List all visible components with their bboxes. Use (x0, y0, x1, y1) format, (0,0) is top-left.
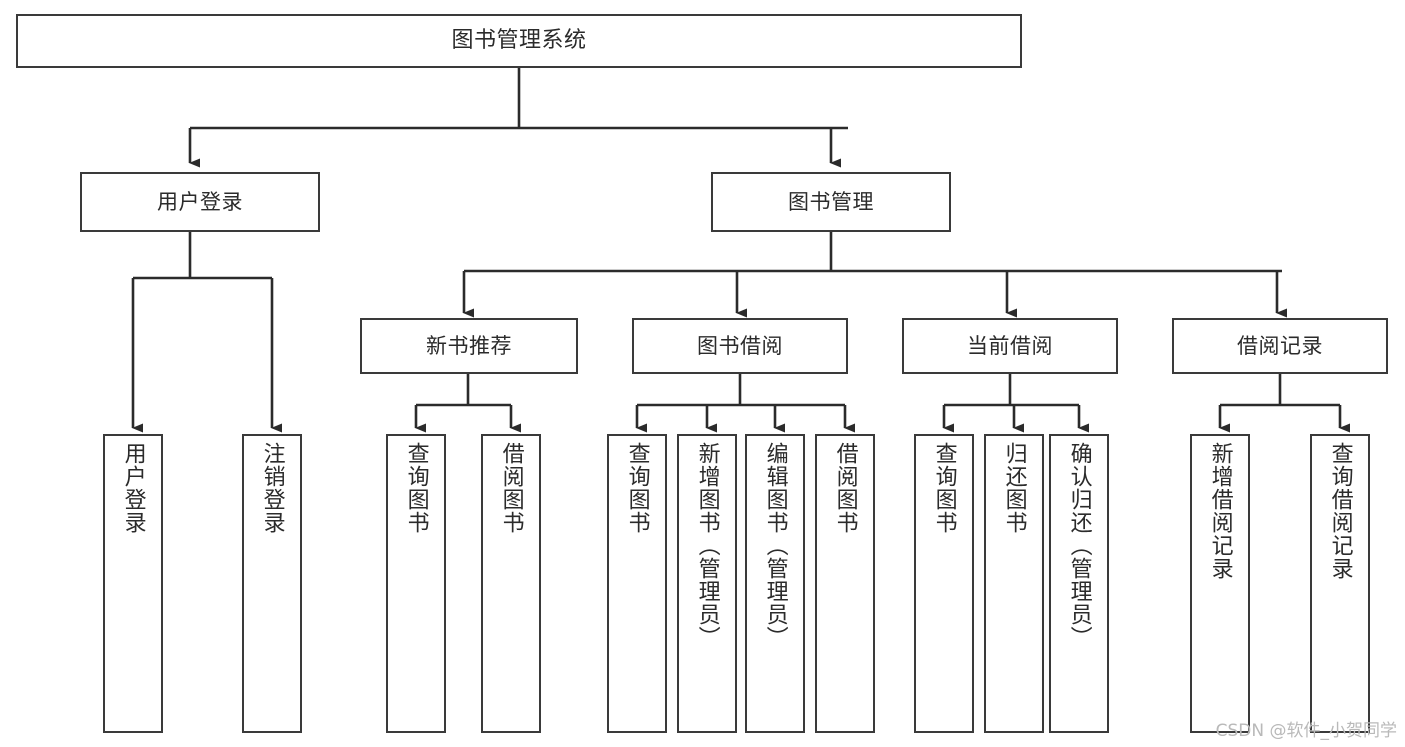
node-borrow-record[interactable]: 借阅记录 (1172, 318, 1388, 374)
node-label: 新增借阅记录 (1207, 442, 1233, 580)
node-user-login[interactable]: 用户登录 (80, 172, 320, 232)
leaf-user-login[interactable]: 用户登录 (103, 434, 163, 733)
node-label: 图书管理系统 (451, 28, 587, 54)
node-label: 注销登录 (259, 442, 285, 534)
node-current-borrow[interactable]: 当前借阅 (902, 318, 1118, 374)
leaf-return-book[interactable]: 归还图书 (984, 434, 1044, 733)
leaf-add-book-admin[interactable]: 新增图书（管理员） (677, 434, 737, 733)
node-label: 确认归还（管理员） (1066, 442, 1092, 649)
node-label: 新增图书（管理员） (694, 442, 720, 649)
node-label: 用户登录 (157, 189, 243, 214)
node-label: 查询图书 (403, 442, 429, 534)
leaf-query-book-borrow[interactable]: 查询图书 (607, 434, 667, 733)
node-label: 借阅图书 (832, 442, 858, 534)
node-label: 当前借阅 (967, 333, 1053, 358)
node-label: 查询图书 (624, 442, 650, 534)
leaf-borrow-book-new[interactable]: 借阅图书 (481, 434, 541, 733)
leaf-borrow-book[interactable]: 借阅图书 (815, 434, 875, 733)
leaf-query-borrow-record[interactable]: 查询借阅记录 (1310, 434, 1370, 733)
node-label: 图书借阅 (697, 333, 783, 358)
node-label: 新书推荐 (426, 333, 512, 358)
leaf-query-book-new[interactable]: 查询图书 (386, 434, 446, 733)
node-label: 查询借阅记录 (1327, 442, 1353, 580)
leaf-edit-book-admin[interactable]: 编辑图书（管理员） (745, 434, 805, 733)
leaf-query-book-current[interactable]: 查询图书 (914, 434, 974, 733)
csdn-watermark: CSDN @软件_小贺同学 (1215, 721, 1397, 741)
node-root-system[interactable]: 图书管理系统 (16, 14, 1022, 68)
node-label: 用户登录 (120, 442, 146, 534)
leaf-add-borrow-record[interactable]: 新增借阅记录 (1190, 434, 1250, 733)
node-book-borrow[interactable]: 图书借阅 (632, 318, 848, 374)
node-label: 借阅记录 (1237, 333, 1323, 358)
node-label: 借阅图书 (498, 442, 524, 534)
node-label: 编辑图书（管理员） (762, 442, 788, 649)
node-new-book-recommend[interactable]: 新书推荐 (360, 318, 578, 374)
leaf-user-logout[interactable]: 注销登录 (242, 434, 302, 733)
leaf-confirm-return-admin[interactable]: 确认归还（管理员） (1049, 434, 1109, 733)
node-book-management[interactable]: 图书管理 (711, 172, 951, 232)
node-label: 归还图书 (1001, 442, 1027, 534)
node-label: 查询图书 (931, 442, 957, 534)
node-label: 图书管理 (788, 189, 874, 214)
